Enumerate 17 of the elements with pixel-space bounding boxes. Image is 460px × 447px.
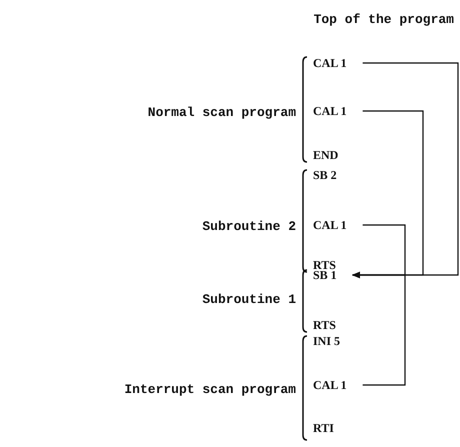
instruction-text: CAL 1: [313, 379, 347, 391]
instruction-text: INI 5: [313, 335, 340, 347]
instruction-text: RTS: [313, 319, 336, 331]
section-label: Subroutine 2: [202, 219, 296, 235]
instruction-text: SB 1: [313, 269, 337, 281]
instruction-text: SB 2: [313, 169, 337, 181]
instruction-text: RTI: [313, 422, 334, 434]
instruction-text: END: [313, 149, 338, 161]
section-label: Subroutine 1: [202, 292, 296, 308]
title: Top of the program: [314, 12, 454, 28]
instruction-text: CAL 1: [313, 105, 347, 117]
arrow: [352, 272, 406, 386]
section-label: Interrupt scan program: [124, 382, 296, 398]
instruction-text: CAL 1: [313, 219, 347, 231]
instruction-text: RTS: [313, 259, 336, 271]
instruction-text: CAL 1: [313, 57, 347, 69]
section-label: Normal scan program: [148, 105, 296, 121]
